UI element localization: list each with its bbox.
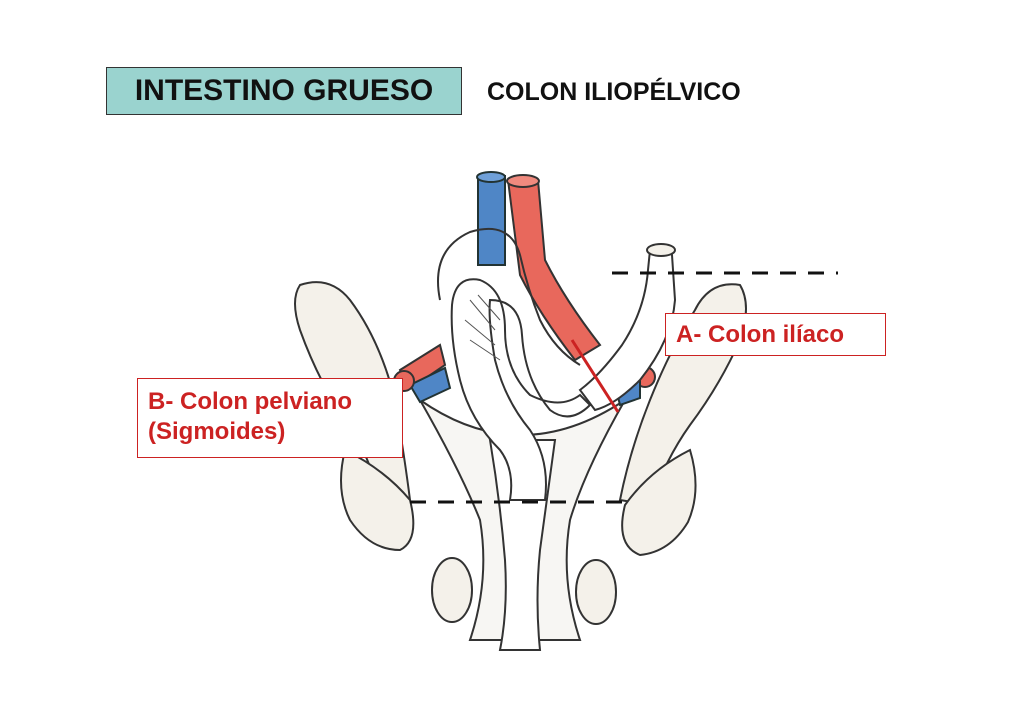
sigmoid-colon: [450, 278, 592, 501]
label-colon-pelviano: B- Colon pelviano (Sigmoides): [137, 378, 403, 458]
aorta-end: [506, 174, 540, 188]
pointer-line-a: [570, 339, 620, 413]
page-title: INTESTINO GRUESO: [106, 67, 462, 115]
right-ischium: [621, 448, 697, 557]
mesocolon-lines: [464, 294, 501, 361]
label-colon-pelviano-line2: (Sigmoides): [148, 418, 286, 445]
vena-cava-end: [476, 171, 506, 183]
left-ischium: [340, 448, 415, 552]
label-colon-iliaco: A- Colon ilíaco: [665, 313, 886, 356]
colon-cut-end: [646, 243, 676, 257]
left-iliac-vein: [408, 366, 452, 404]
left-tuberosity: [431, 557, 473, 623]
page-subtitle: COLON ILIOPÉLVICO: [487, 78, 741, 106]
label-colon-pelviano-line1: B- Colon pelviano: [148, 388, 352, 415]
descending-colon: [578, 247, 677, 412]
right-tuberosity: [575, 559, 617, 625]
sigmoid-outer-loop: [437, 227, 581, 366]
vena-cava: [477, 175, 506, 266]
